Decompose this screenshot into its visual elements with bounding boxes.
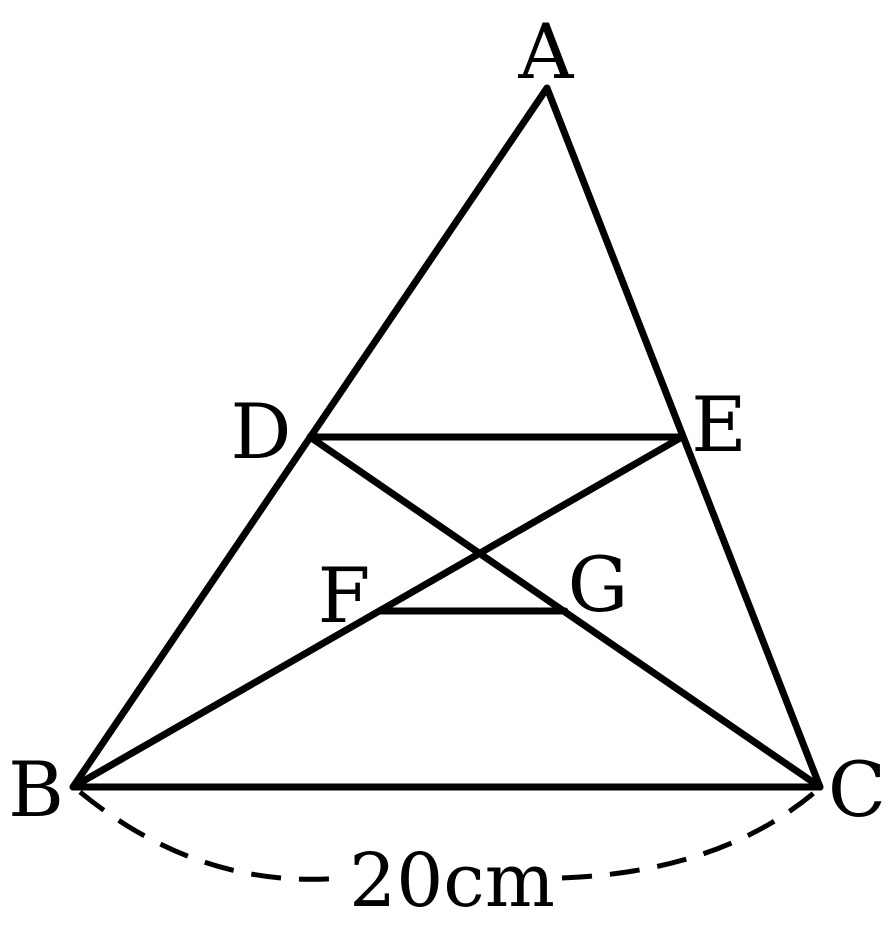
label-e: E xyxy=(691,380,746,469)
label-b: B xyxy=(8,745,64,834)
measurement-label: 20cm xyxy=(349,838,555,924)
dimension-arc-right xyxy=(561,790,817,881)
label-f: F xyxy=(318,551,371,640)
label-g: G xyxy=(568,540,629,629)
label-a: A xyxy=(518,7,575,96)
label-c: C xyxy=(828,745,886,834)
label-d: D xyxy=(231,387,292,476)
dimension-arc xyxy=(78,790,343,882)
